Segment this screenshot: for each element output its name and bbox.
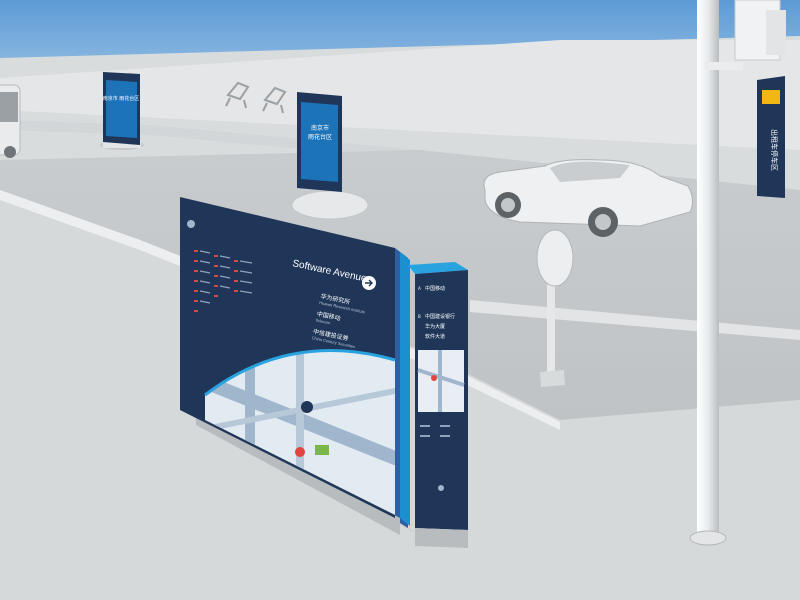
side-item-1: 中国移动 [425,285,445,292]
map-pin-icon [301,401,313,413]
taxi-sign: 出租车停车区 [757,76,785,198]
kiosk-2-cn: 南京市 [311,124,329,132]
taxi-sign-text: 出租车停车区 [770,129,779,171]
road-sign [536,229,574,387]
taxi-icon [762,90,780,104]
svg-text:B: B [418,314,421,319]
light-pole [689,0,786,546]
car [483,159,694,237]
far-sidewalk [0,40,800,150]
side-item-3: 华为大厦 [425,323,445,330]
svg-text:雨花台区: 雨花台区 [308,133,332,141]
bus [0,84,21,158]
side-totem: A 中国移动 B 中国建设银行 华为大厦 软件大道 [408,262,468,548]
kiosk-1-cn: 南京市 雨花台区 [103,95,140,102]
benches [225,81,287,114]
kiosk-1: 南京市 雨花台区 [100,72,144,150]
side-item-2: 中国建设银行 [425,313,455,320]
kiosk-2: 南京市 雨花台区 [291,92,369,220]
logo-icon [187,220,195,228]
entry-2-en: Telecom [315,317,331,325]
side-item-4: 软件大道 [425,333,445,340]
svg-text:A: A [418,286,421,291]
